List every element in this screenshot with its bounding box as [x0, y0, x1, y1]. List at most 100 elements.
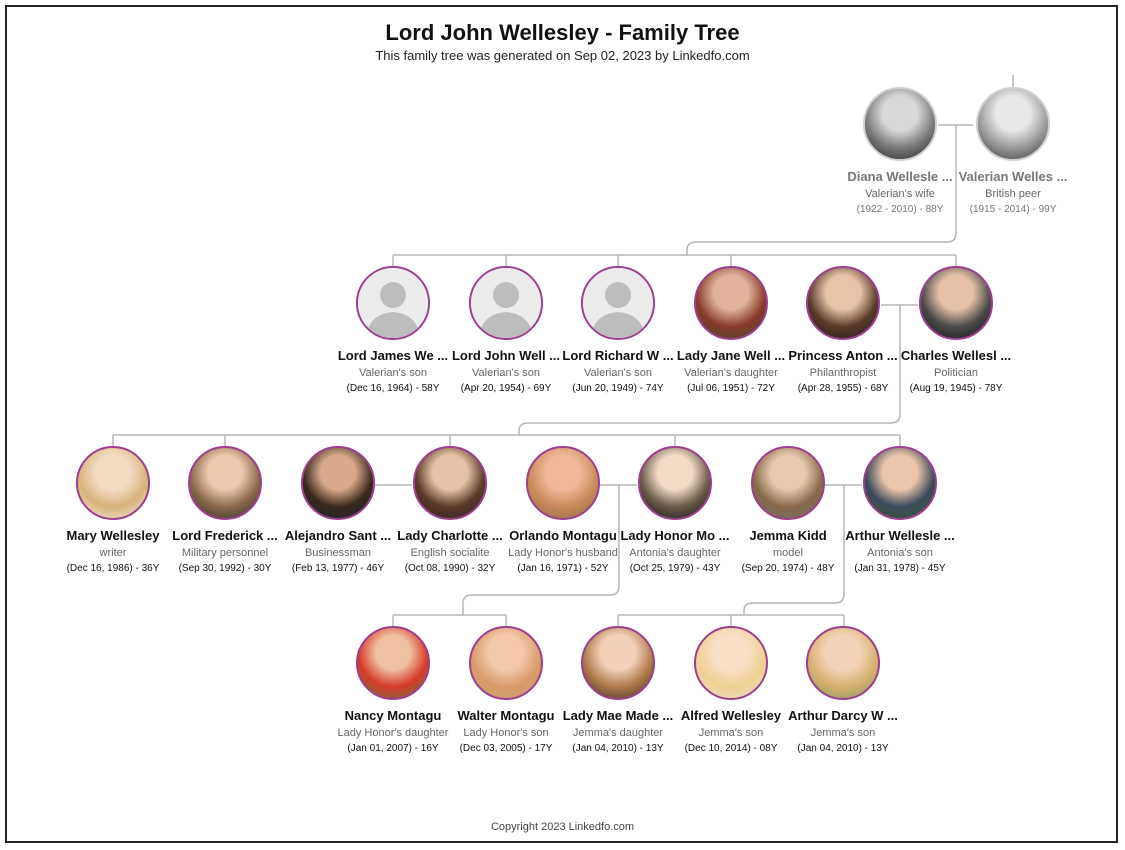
person-dates: (Sep 30, 1992) - 30Y — [178, 563, 272, 574]
person-card-jemma[interactable]: Jemma Kidd model (Sep 20, 1974) - 48Y — [728, 446, 848, 574]
person-role: Philanthropist — [809, 367, 877, 379]
person-role: Jemma's son — [810, 727, 876, 739]
blonde-woman-icon — [76, 446, 150, 520]
person-card-charlotte[interactable]: Lady Charlotte ... English socialite (Oc… — [390, 446, 510, 574]
young-man-icon — [188, 446, 262, 520]
connector-line — [686, 125, 957, 255]
person-card-alejandro[interactable]: Alejandro Sant ... Businessman (Feb 13, … — [278, 446, 398, 574]
person-dates: (Dec 10, 2014) - 08Y — [684, 743, 778, 754]
person-role: Lady Honor's husband — [508, 547, 618, 559]
person-card-arthur[interactable]: Arthur Wellesle ... Antonia's son (Jan 3… — [840, 446, 960, 574]
page-frame — [5, 5, 1118, 843]
person-name: Lady Mae Made ... — [562, 708, 674, 723]
person-card-charles[interactable]: Charles Wellesl ... Politician (Aug 19, … — [896, 266, 1016, 394]
brunette-woman-icon — [413, 446, 487, 520]
person-dates: (Dec 16, 1964) - 58Y — [346, 383, 440, 394]
person-dates: (Jan 16, 1971) - 52Y — [517, 563, 609, 574]
person-name: Jemma Kidd — [749, 528, 827, 543]
person-card-jane[interactable]: Lady Jane Well ... Valerian's daughter (… — [671, 266, 791, 394]
person-dates: (Aug 19, 1945) - 78Y — [909, 383, 1003, 394]
woman-red-hair-icon — [694, 266, 768, 340]
man-suit-icon — [863, 446, 937, 520]
person-card-arthur-darcy[interactable]: Arthur Darcy W ... Jemma's son (Jan 04, … — [783, 626, 903, 754]
person-dates: (Jan 01, 2007) - 16Y — [347, 743, 439, 754]
person-role: Jemma's daughter — [572, 727, 664, 739]
person-card-mary[interactable]: Mary Wellesley writer (Dec 16, 1986) - 3… — [53, 446, 173, 574]
person-name: Lord James We ... — [337, 348, 449, 363]
person-role: Lady Honor's daughter — [337, 727, 449, 739]
child-red-cap-icon — [356, 626, 430, 700]
person-name: Arthur Wellesle ... — [845, 528, 955, 543]
connector-line — [743, 485, 845, 615]
placeholder-avatar-icon — [356, 266, 430, 340]
person-role: Lady Honor's son — [463, 727, 549, 739]
person-card-james[interactable]: Lord James We ... Valerian's son (Dec 16… — [333, 266, 453, 394]
person-card-walter[interactable]: Walter Montagu Lady Honor's son (Dec 03,… — [446, 626, 566, 754]
person-dates: (Jan 31, 1978) - 45Y — [854, 563, 946, 574]
person-name: Lady Jane Well ... — [676, 348, 786, 363]
person-name: Nancy Montagu — [344, 708, 442, 723]
person-role: Politician — [933, 367, 979, 379]
baby-icon — [694, 626, 768, 700]
page-title: Lord John Wellesley - Family Tree — [385, 20, 740, 45]
person-name: Mary Wellesley — [66, 528, 160, 543]
woman-portrait-icon — [751, 446, 825, 520]
person-role: Antonia's son — [867, 547, 933, 559]
person-card-john[interactable]: Lord John Well ... Valerian's son (Apr 2… — [446, 266, 566, 394]
person-role: Businessman — [304, 547, 372, 559]
person-dates: (Oct 08, 1990) - 32Y — [404, 563, 496, 574]
person-dates: (Apr 20, 1954) - 69Y — [460, 383, 552, 394]
person-role: writer — [99, 547, 127, 559]
person-dates: (Apr 28, 1955) - 68Y — [797, 383, 889, 394]
person-card-richard[interactable]: Lord Richard W ... Valerian's son (Jun 2… — [558, 266, 678, 394]
person-name: Lady Honor Mo ... — [620, 528, 730, 543]
person-role: Valerian's son — [584, 367, 652, 379]
person-dates: (1915 - 2014) - 99Y — [969, 204, 1057, 215]
person-card-orlando[interactable]: Orlando Montagu Lady Honor's husband (Ja… — [503, 446, 623, 574]
child-girl-icon — [581, 626, 655, 700]
person-name: Arthur Darcy W ... — [788, 708, 898, 723]
page-subtitle: This family tree was generated on Sep 02… — [375, 48, 750, 63]
person-card-frederick[interactable]: Lord Frederick ... Military personnel (S… — [165, 446, 285, 574]
bw-woman-icon — [863, 87, 937, 161]
placeholder-avatar-icon — [581, 266, 655, 340]
person-name: Lord John Well ... — [451, 348, 561, 363]
person-card-valerian[interactable]: Valerian Welles ... British peer (1915 -… — [953, 87, 1073, 215]
person-dates: (Oct 25, 1979) - 43Y — [629, 563, 721, 574]
person-name: Walter Montagu — [457, 708, 555, 723]
person-dates: (Feb 13, 1977) - 46Y — [291, 563, 385, 574]
person-name: Lord Frederick ... — [172, 528, 278, 543]
bw-man-icon — [976, 87, 1050, 161]
person-dates: (Dec 16, 1986) - 36Y — [66, 563, 160, 574]
person-card-nancy[interactable]: Nancy Montagu Lady Honor's daughter (Jan… — [333, 626, 453, 754]
man-tuxedo-icon — [919, 266, 993, 340]
person-card-diana[interactable]: Diana Wellesle ... Valerian's wife (1922… — [840, 87, 960, 215]
person-dates: (Jun 20, 1949) - 74Y — [572, 383, 664, 394]
person-role: Valerian's wife — [865, 188, 935, 200]
person-role: Military personnel — [181, 547, 269, 559]
person-dates: (Sep 20, 1974) - 48Y — [741, 563, 835, 574]
person-dates: (Dec 03, 2005) - 17Y — [459, 743, 553, 754]
person-dates: (Jul 06, 1951) - 72Y — [687, 383, 775, 394]
connector-line — [518, 305, 901, 435]
person-name: Diana Wellesle ... — [847, 169, 953, 184]
connector-line — [462, 485, 620, 615]
person-name: Charles Wellesl ... — [900, 348, 1012, 363]
person-name: Lord Richard W ... — [562, 348, 674, 363]
man-suit-icon — [301, 446, 375, 520]
person-role: Valerian's son — [359, 367, 427, 379]
person-dates: (Jan 04, 2010) - 13Y — [797, 743, 889, 754]
woman-portrait-icon — [806, 266, 880, 340]
person-name: Alejandro Sant ... — [284, 528, 392, 543]
person-role: Valerian's daughter — [684, 367, 778, 379]
person-card-honor[interactable]: Lady Honor Mo ... Antonia's daughter (Oc… — [615, 446, 735, 574]
person-card-antonia[interactable]: Princess Anton ... Philanthropist (Apr 2… — [783, 266, 903, 394]
person-role: Jemma's son — [698, 727, 764, 739]
person-dates: (Jan 04, 2010) - 13Y — [572, 743, 664, 754]
child-boy-icon — [806, 626, 880, 700]
person-card-alfred[interactable]: Alfred Wellesley Jemma's son (Dec 10, 20… — [671, 626, 791, 754]
person-role: English socialite — [410, 547, 490, 559]
person-card-mae[interactable]: Lady Mae Made ... Jemma's daughter (Jan … — [558, 626, 678, 754]
footer-copyright: Copyright 2023 Linkedfo.com — [490, 821, 635, 833]
